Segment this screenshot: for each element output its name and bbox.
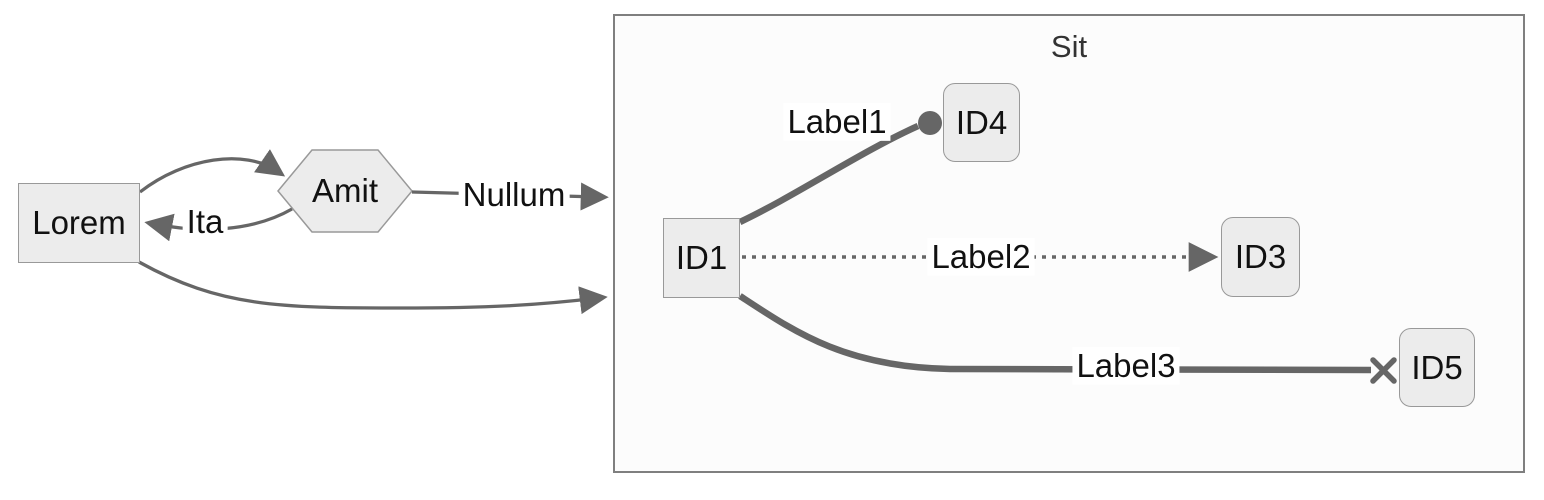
node-id5-label: ID5: [1411, 348, 1463, 386]
edge-label-label2: Label2: [927, 237, 1035, 277]
node-id5: ID5: [1399, 328, 1475, 407]
edge-lorem-to-cluster: [138, 260, 608, 315]
edge-lorem-to-amit: [138, 149, 286, 194]
node-amit: Amit: [278, 150, 412, 232]
node-id4-label: ID4: [955, 103, 1008, 141]
node-lorem-label: Lorem: [32, 204, 126, 241]
node-amit-label: Amit: [312, 172, 378, 209]
node-lorem: Lorem: [18, 183, 140, 263]
cluster-sit: Sit: [613, 14, 1525, 473]
node-id3-label: ID3: [1234, 238, 1287, 275]
edge-label-ita: Ita: [182, 202, 228, 242]
node-id1-label: ID1: [675, 239, 728, 276]
edge-label-nullum: Nullum: [458, 175, 570, 215]
edge-label-label1: Label1: [783, 102, 891, 142]
node-id3: ID3: [1221, 217, 1300, 297]
node-id1: ID1: [663, 218, 740, 298]
edge-label-label3: Label3: [1072, 346, 1180, 386]
cluster-title: Sit: [1050, 29, 1088, 64]
node-id4: ID4: [943, 83, 1020, 162]
